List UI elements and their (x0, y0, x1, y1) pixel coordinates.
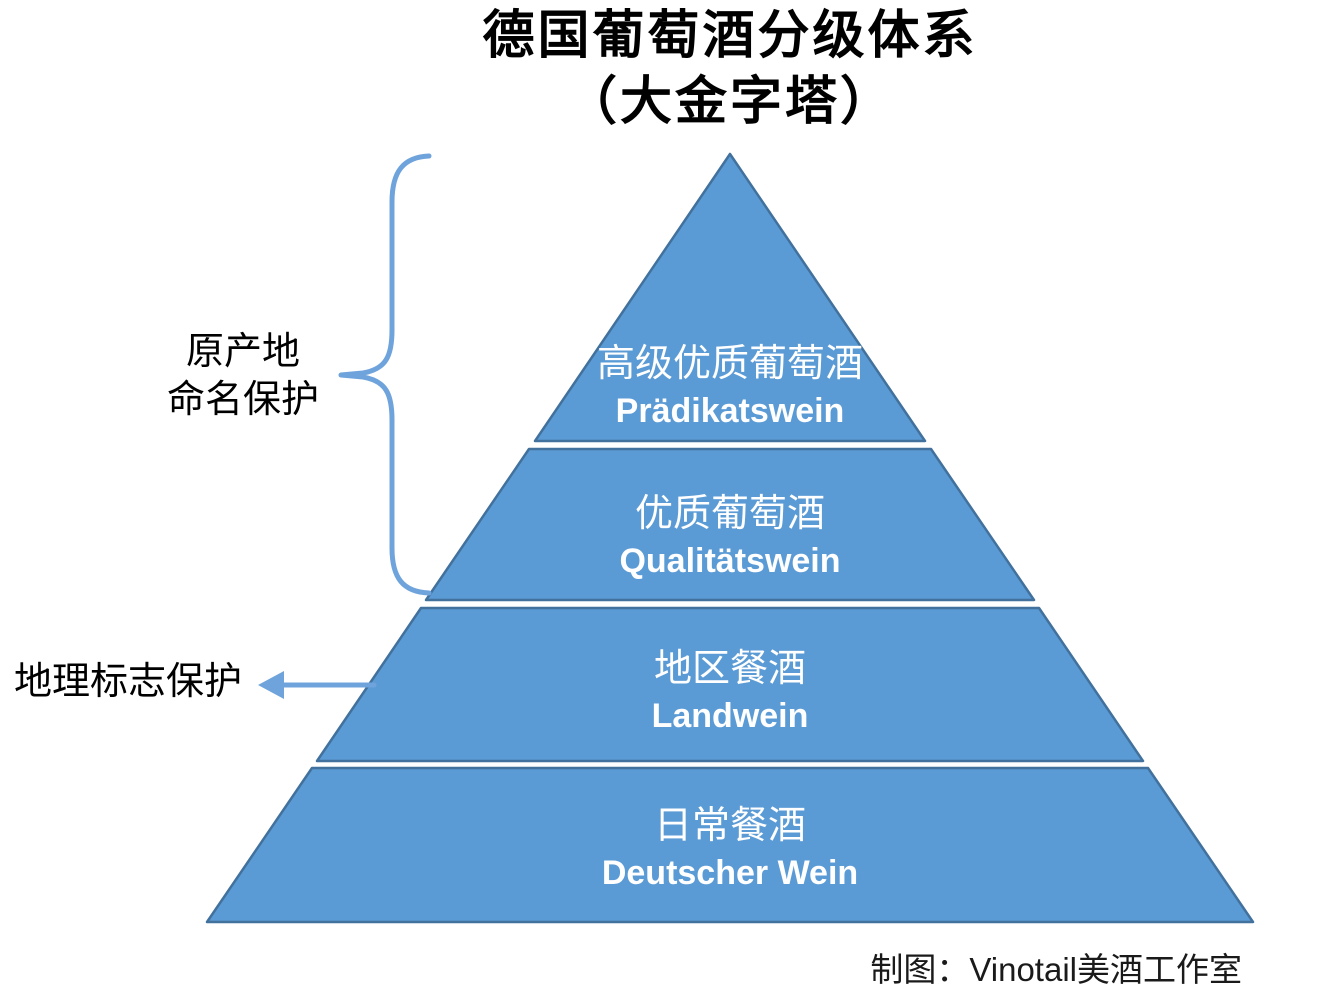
tier-label-pradikatswein: 高级优质葡萄酒 Prädikatswein (597, 340, 863, 434)
pyramid-tier-4-shape (205, 766, 1255, 924)
pyramid-tier-1-shape (533, 152, 927, 443)
origin-protection-line1: 原产地 (185, 331, 301, 373)
tier-4-german: Deutscher Wein (601, 854, 859, 892)
tier-4-chinese: 日常餐酒 (653, 805, 807, 847)
tier-1-german: Prädikatswein (615, 392, 845, 430)
tier-3-chinese: 地区餐酒 (653, 648, 807, 690)
tier-label-landwein: 地区餐酒 Landwein (652, 645, 809, 739)
tier-2-german: Qualitätswein (619, 542, 841, 580)
pyramid-tier-3-shape (315, 606, 1145, 763)
page-title-line2: （大金字塔） (564, 74, 896, 131)
geo-indication-label: 地理标志保护 (14, 661, 243, 703)
page-title: 德国葡萄酒分级体系 （大金字塔） (482, 4, 977, 136)
origin-protection-label: 原产地 命名保护 (167, 328, 319, 424)
credit-text: 制图：Vinotail美酒工作室 (870, 951, 1242, 988)
pyramid-tier-2-shape (424, 447, 1036, 602)
origin-protection-line2: 命名保护 (166, 379, 320, 421)
page-title-line1: 德国葡萄酒分级体系 (482, 8, 978, 65)
tier-label-deutscher-wein: 日常餐酒 Deutscher Wein (602, 802, 858, 896)
geo-arrow-left-icon (258, 671, 284, 699)
tier-1-chinese: 高级优质葡萄酒 (596, 343, 864, 385)
tier-3-german: Landwein (651, 697, 809, 735)
tier-2-chinese: 优质葡萄酒 (634, 493, 825, 535)
origin-brace-icon (338, 153, 432, 596)
tier-label-qualitatswein: 优质葡萄酒 Qualitätswein (619, 490, 840, 584)
